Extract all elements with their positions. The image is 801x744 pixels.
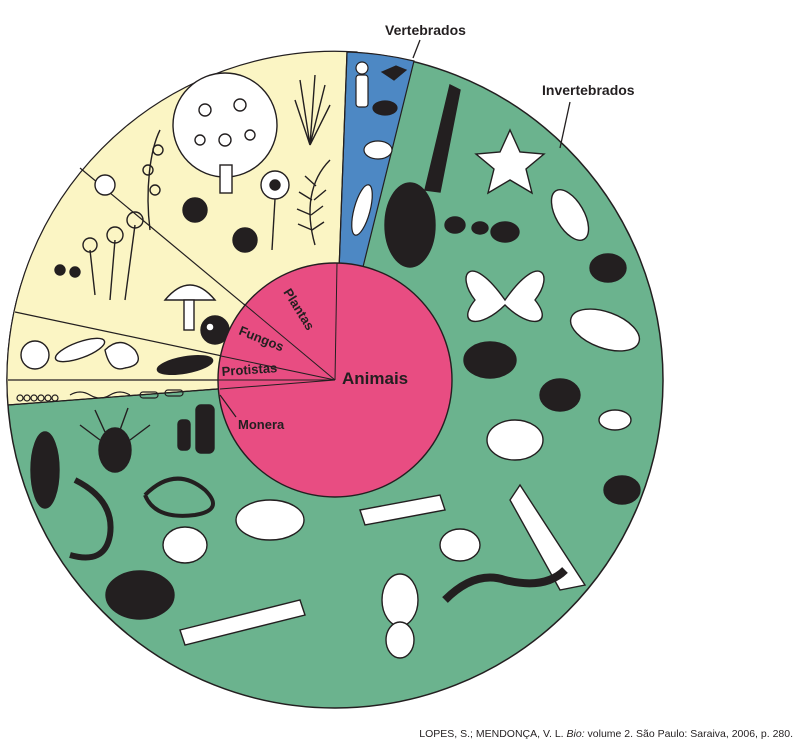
plant-illustrations bbox=[94, 72, 331, 253]
citation-rest: volume 2. São Paulo: Saraiva, 2006, p. 2… bbox=[587, 728, 793, 740]
ant-icon bbox=[444, 216, 520, 243]
snail-icon bbox=[162, 526, 208, 564]
bird-icon bbox=[380, 65, 408, 81]
grasshopper-icon bbox=[359, 494, 446, 526]
citation-title: Bio: bbox=[566, 728, 585, 740]
label-animais: Animais bbox=[342, 369, 408, 388]
citation-authors: LOPES, S.; MENDONÇA, V. L. bbox=[419, 728, 564, 740]
fly-icon bbox=[550, 189, 590, 241]
mouse-icon bbox=[372, 100, 398, 116]
beetle-icon bbox=[603, 475, 641, 505]
tree-icon bbox=[172, 72, 278, 194]
centipede-icon bbox=[442, 567, 568, 603]
vertebrate-illustrations bbox=[351, 61, 408, 236]
yeast-icon bbox=[200, 315, 230, 345]
label-protistas: Protistas bbox=[221, 360, 278, 379]
planarian-icon bbox=[30, 431, 60, 509]
sponge-icon bbox=[177, 404, 215, 454]
paramecium-icon bbox=[54, 337, 106, 363]
diatom-icon bbox=[20, 340, 50, 370]
beetle-icon bbox=[598, 409, 632, 431]
beetle-icon bbox=[539, 378, 581, 412]
worm-icon bbox=[143, 476, 215, 518]
crab-icon bbox=[235, 499, 305, 541]
earthworm-icon bbox=[69, 477, 114, 561]
label-monera: Monera bbox=[238, 417, 285, 432]
lobster-icon bbox=[179, 599, 306, 646]
jellyfish-icon bbox=[79, 407, 151, 473]
frog-icon bbox=[363, 140, 393, 160]
vertebrados-pointer bbox=[412, 39, 421, 59]
protist-illustrations bbox=[20, 337, 214, 375]
mold-icon bbox=[54, 211, 144, 301]
euglena-icon bbox=[156, 355, 214, 375]
label-invertebrados: Invertebrados bbox=[542, 82, 635, 98]
invertebrate-illustrations bbox=[30, 83, 641, 659]
palm-icon bbox=[294, 74, 331, 146]
clam-icon bbox=[105, 570, 175, 620]
bug-icon bbox=[569, 308, 641, 352]
spider-icon bbox=[381, 573, 419, 659]
bacteria-icon bbox=[16, 389, 184, 402]
fern-icon bbox=[296, 159, 331, 246]
fungi-illustrations bbox=[54, 211, 230, 345]
center-lines bbox=[218, 262, 338, 390]
monera-pointer bbox=[219, 394, 237, 418]
mushroom-icon bbox=[163, 284, 217, 331]
label-vertebrados: Vertebrados bbox=[385, 22, 466, 38]
beetle-icon bbox=[463, 341, 517, 379]
ladybug-icon bbox=[589, 253, 627, 283]
flower-icon bbox=[94, 170, 290, 253]
human-icon bbox=[355, 61, 369, 108]
invertebrados-pointer bbox=[559, 101, 571, 149]
fish-icon bbox=[351, 184, 373, 236]
bug-icon bbox=[439, 528, 481, 562]
source-citation: LOPES, S.; MENDONÇA, V. L. Bio: volume 2… bbox=[419, 728, 793, 740]
hydra-icon bbox=[424, 83, 461, 193]
starfish-icon bbox=[474, 128, 546, 195]
amoeba-icon bbox=[104, 341, 139, 370]
monera-illustrations bbox=[16, 389, 184, 402]
mantis-icon bbox=[509, 483, 587, 591]
butterfly-icon bbox=[465, 270, 545, 322]
wheat-icon bbox=[142, 129, 164, 231]
cockroach-icon bbox=[486, 419, 544, 461]
sea-cucumber-icon bbox=[384, 182, 436, 268]
